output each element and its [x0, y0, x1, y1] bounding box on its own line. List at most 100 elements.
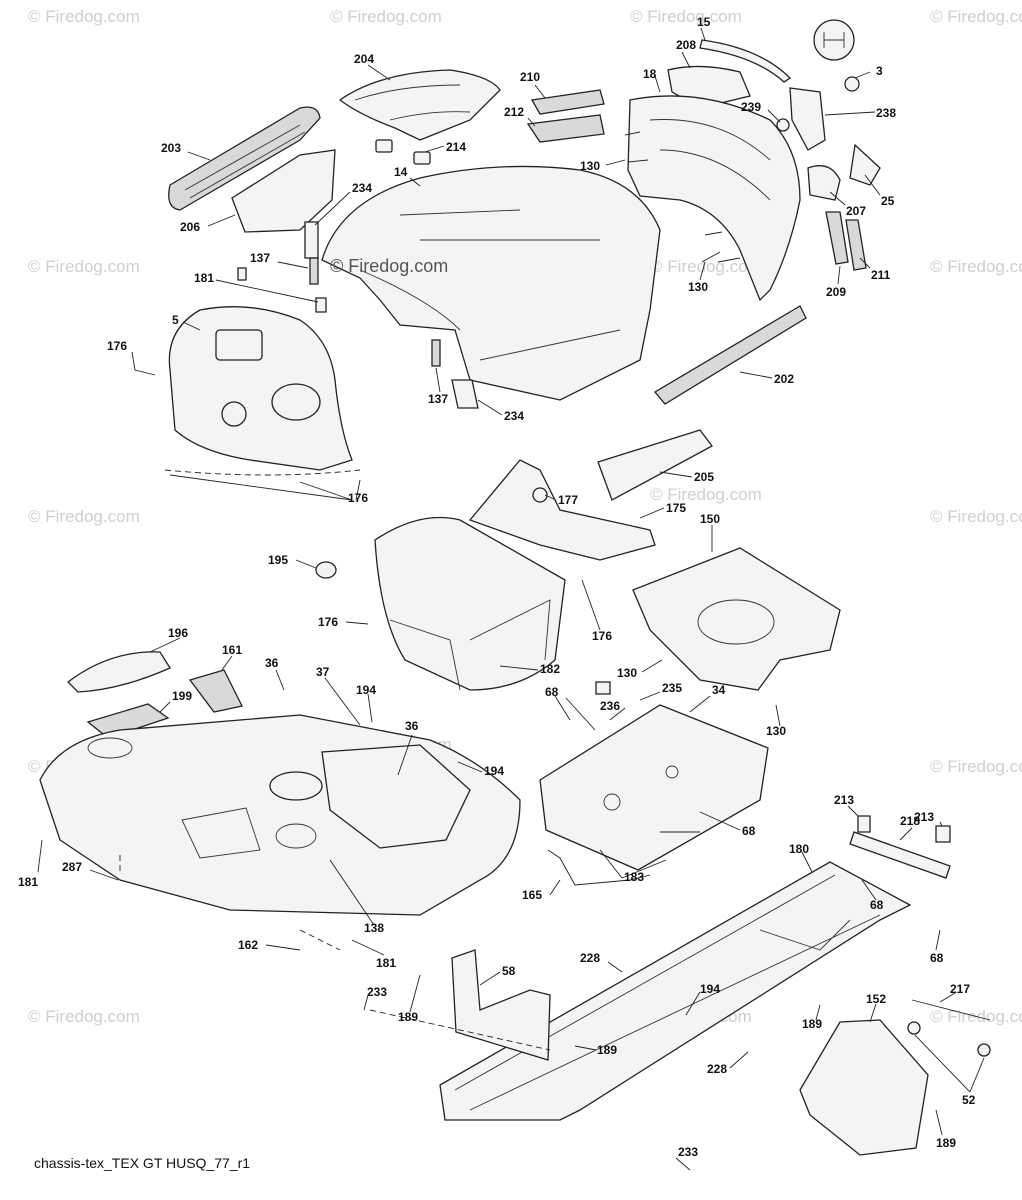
- callout-206: 206: [180, 220, 200, 234]
- watermark-text: © Firedog.com: [28, 507, 140, 526]
- watermark-text: © Firedog.com: [930, 757, 1022, 776]
- part-5-dash: [168, 306, 353, 471]
- dash-display: [215, 329, 263, 361]
- part-181-clip: [237, 267, 247, 281]
- callout-68: 68: [870, 898, 884, 912]
- part-207-cover: [807, 165, 841, 201]
- part-218-bracket: [849, 831, 951, 879]
- part-15-trim: [699, 39, 792, 83]
- part-165-rod: [547, 849, 651, 886]
- part-211-grille: [845, 219, 867, 271]
- part-206-bracket: [231, 149, 336, 233]
- callout-150: 150: [700, 512, 720, 526]
- dash-gauge: [221, 401, 247, 427]
- callout-58: 58: [502, 964, 516, 978]
- part-213-bolt: [935, 825, 951, 843]
- callout-218: 218: [900, 814, 920, 828]
- callout-208: 208: [676, 38, 696, 52]
- callout-181: 181: [18, 875, 38, 889]
- watermark-text: © Firedog.com: [28, 7, 140, 26]
- part-137-strip: [309, 257, 319, 285]
- callout-14: 14: [394, 165, 408, 179]
- callout-214: 214: [446, 140, 466, 154]
- part-52-nut: [977, 1043, 991, 1057]
- callout-138: 138: [364, 921, 384, 935]
- callout-176: 176: [107, 339, 127, 353]
- dash-knob: [271, 383, 321, 421]
- callout-15: 15: [697, 15, 711, 29]
- part-196-pedal-pad: [67, 651, 171, 693]
- part-204-hood-panel: [338, 69, 501, 141]
- part-234-panel: [451, 379, 479, 409]
- callout-37: 37: [316, 665, 330, 679]
- callout-layer: 15 3 204 210 208 18 212 239 238 203 214 …: [18, 15, 985, 1171]
- callout-68: 68: [742, 824, 756, 838]
- callout-137: 137: [250, 251, 270, 265]
- callout-235: 235: [662, 681, 682, 695]
- part-203-grille: [168, 106, 321, 211]
- part-25-trim: [849, 143, 881, 186]
- part-138-boot: [269, 771, 323, 801]
- callout-207: 207: [846, 204, 866, 218]
- callout-162: 162: [238, 938, 258, 952]
- part-180-frame: [439, 861, 912, 1121]
- callout-217: 217: [950, 982, 970, 996]
- part-152-shield: [799, 1019, 929, 1156]
- part-209-grille: [825, 211, 849, 265]
- callout-18: 18: [643, 67, 657, 81]
- callout-213: 213: [834, 793, 854, 807]
- part-175-bracket: [468, 459, 656, 561]
- part-234-panel: [304, 221, 319, 259]
- callout-130: 130: [617, 666, 637, 680]
- callout-195: 195: [268, 553, 288, 567]
- diagram-caption: chassis-tex_TEX GT HUSQ_77_r1: [34, 1155, 250, 1171]
- part-205-panel: [597, 429, 713, 501]
- callout-3: 3: [876, 64, 883, 78]
- callout-210: 210: [520, 70, 540, 84]
- callout-176: 176: [592, 629, 612, 643]
- callout-204: 204: [354, 52, 374, 66]
- callout-180: 180: [789, 842, 809, 856]
- callout-233: 233: [367, 985, 387, 999]
- part-182-shroud: [374, 516, 566, 691]
- callout-176: 176: [348, 491, 368, 505]
- callout-287: 287: [62, 860, 82, 874]
- callout-189: 189: [398, 1010, 418, 1024]
- part-199-pad: [86, 703, 170, 739]
- watermark-text: © Firedog.com: [330, 7, 442, 26]
- callout-205: 205: [694, 470, 714, 484]
- part-14-hood: [321, 165, 661, 401]
- callout-199: 199: [172, 689, 192, 703]
- callout-152: 152: [866, 992, 886, 1006]
- part-18-fender: [627, 95, 801, 302]
- part-213-bolt: [857, 815, 871, 833]
- callout-194: 194: [484, 764, 504, 778]
- watermark-center: © Firedog.com: [330, 256, 448, 276]
- callout-211: 211: [871, 268, 891, 282]
- watermark-text: © Firedog.com: [630, 7, 742, 26]
- watermark-text: © Firedog.com: [930, 507, 1022, 526]
- watermark-text: © Firedog.com: [650, 485, 762, 504]
- part-137-strip: [431, 339, 441, 367]
- callout-239: 239: [741, 100, 761, 114]
- watermark-text: © Firedog.com: [650, 257, 762, 276]
- callout-161: 161: [222, 643, 242, 657]
- part-52-nut: [907, 1021, 921, 1035]
- part-217-rod: [911, 999, 991, 1021]
- callout-236: 236: [600, 699, 620, 713]
- callout-202: 202: [774, 372, 794, 386]
- callout-189: 189: [597, 1043, 617, 1057]
- callout-181: 181: [376, 956, 396, 970]
- callout-189: 189: [802, 1017, 822, 1031]
- callout-52: 52: [962, 1093, 976, 1107]
- part-210-strip: [530, 89, 605, 115]
- callout-176: 176: [318, 615, 338, 629]
- callout-234: 234: [504, 409, 524, 423]
- callout-203: 203: [161, 141, 181, 155]
- callout-34: 34: [712, 683, 726, 697]
- part-238-bracket: [789, 87, 826, 151]
- watermark-text: © Firedog.com: [930, 7, 1022, 26]
- callout-68: 68: [930, 951, 944, 965]
- callout-209: 209: [826, 285, 846, 299]
- callout-182: 182: [540, 662, 560, 676]
